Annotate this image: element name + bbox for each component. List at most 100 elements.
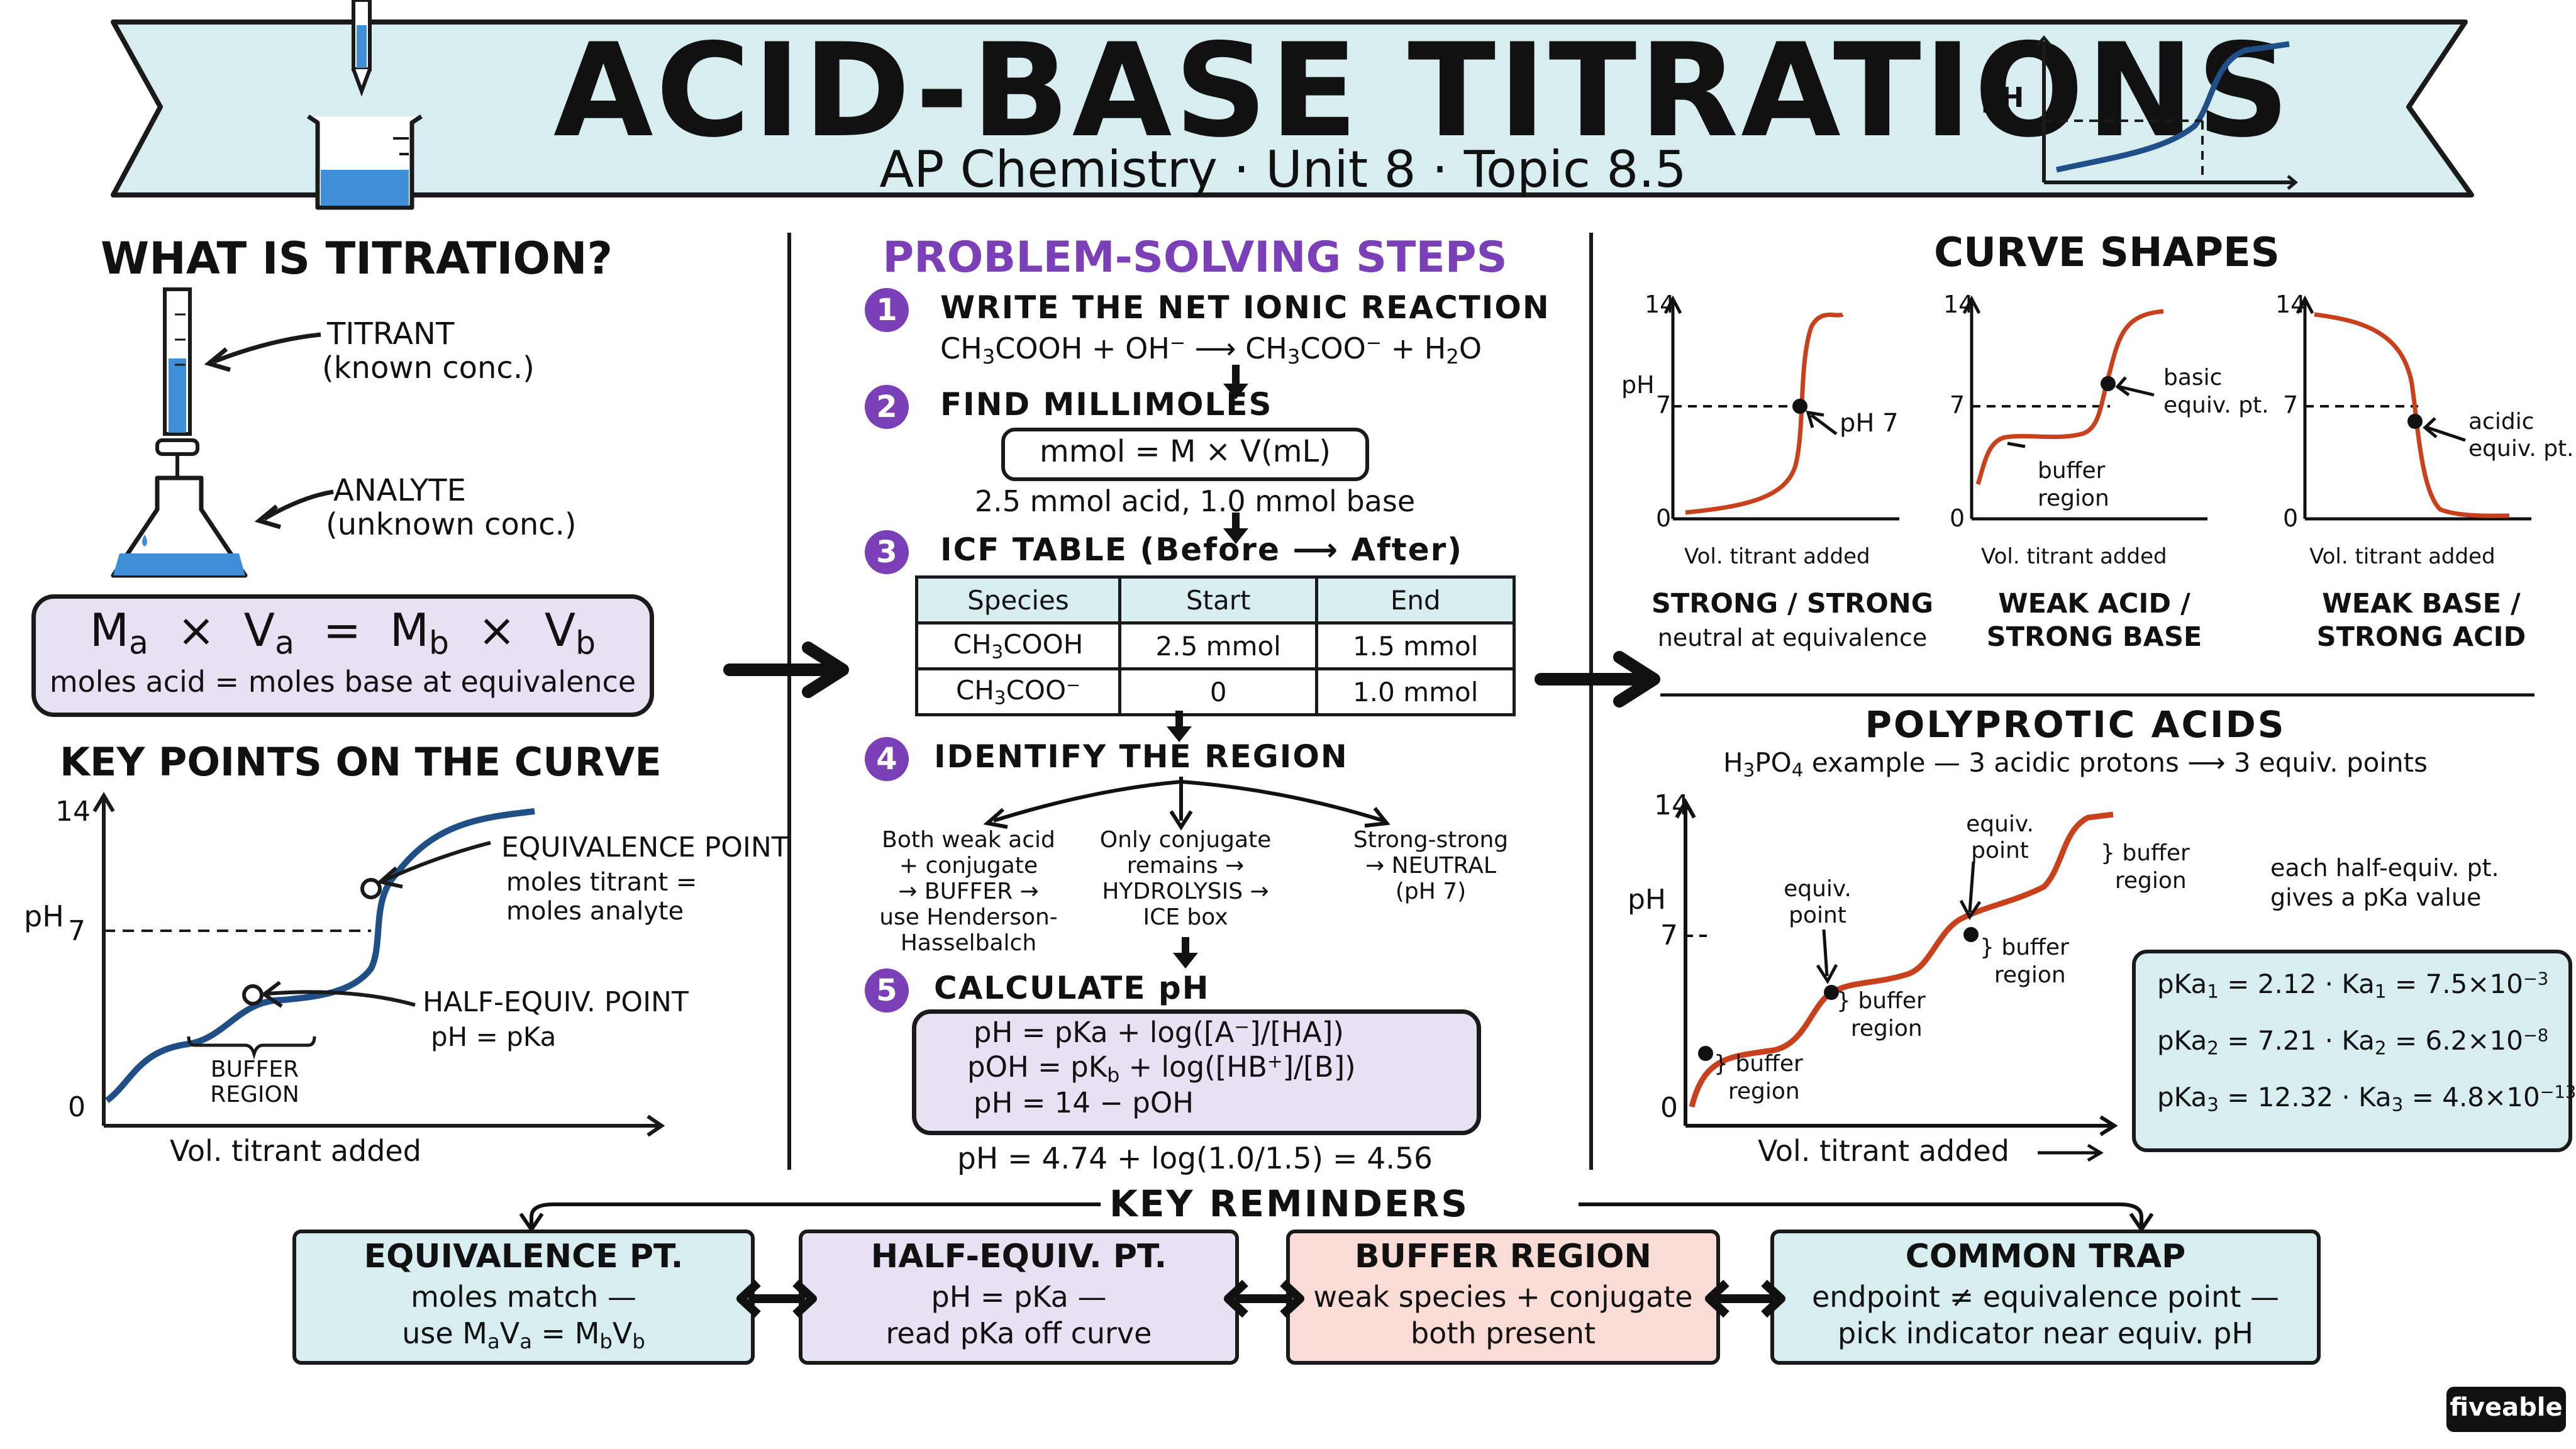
- step-4-badge: 4: [865, 737, 909, 781]
- polyprotic-heading: POLYPROTIC ACIDS: [1865, 703, 2286, 746]
- pka1-row: pKa1 = 2.12 · Ka1 = 7.5×10−3: [2157, 969, 2549, 1002]
- equivalence-formula-box: [31, 594, 654, 717]
- branch-line: (pH 7): [1395, 879, 1467, 904]
- icf-table: Species Start End CH3COOH 2.5 mmol 1.5 m…: [915, 575, 1516, 716]
- polyprotic-ylabel: pH: [1628, 884, 1667, 916]
- ph-equation-2: pOH = pKb + log([HB+]/[B]): [967, 1050, 1356, 1087]
- curve3-y7: 7: [2283, 391, 2299, 419]
- buffer-region-1: } buffer region: [1714, 1051, 1803, 1104]
- icf-cell: 0: [1118, 667, 1319, 716]
- icf-cell: 2.5 mmol: [1118, 621, 1319, 670]
- polyprotic-chart: [1675, 797, 2118, 1136]
- mmol-formula-box: [1001, 428, 1369, 481]
- region-branch-buffer: Both weak acid + conjugate → BUFFER → us…: [868, 827, 1069, 956]
- curve2-xlabel: Vol. titrant added: [1981, 544, 2167, 569]
- equiv-point-label-2b: point: [1971, 838, 2029, 863]
- icf-header-end: End: [1315, 575, 1516, 625]
- curve2-y7: 7: [1950, 391, 1965, 419]
- step-3-label: ICF TABLE (Before ⟶ After): [940, 531, 1463, 568]
- key-points-ylabel: pH: [24, 899, 64, 933]
- curve2-basic-label2: equiv. pt.: [2163, 392, 2269, 418]
- buffer-region-label: BUFFER: [210, 1057, 299, 1082]
- curve2-buffer-label2: region: [2038, 486, 2109, 511]
- down-arrow-3: [1167, 711, 1192, 742]
- icf-cell: 1.5 mmol: [1315, 621, 1516, 670]
- pka2-row: pKa2 = 7.21 · Ka2 = 6.2×10−8: [2157, 1025, 2549, 1059]
- key-points-y0: 0: [68, 1091, 86, 1123]
- half-equiv-note-1: each half-equiv. pt.: [2270, 854, 2499, 882]
- pka-values-box: [2132, 950, 2572, 1152]
- curve3-y0: 0: [2283, 504, 2299, 532]
- half-equivalence-sub: pH = pKa: [431, 1021, 557, 1052]
- reminder-trap-title: COMMON TRAP: [1905, 1238, 2186, 1275]
- curve3-xlabel: Vol. titrant added: [2309, 544, 2496, 569]
- branch-line: + conjugate: [899, 853, 1038, 879]
- down-arrow-4: [1173, 937, 1198, 969]
- reminder-buffer-line1: weak species + conjugate: [1313, 1280, 1693, 1314]
- step-5-badge: 5: [865, 969, 909, 1013]
- reminder-half-equiv-title: HALF-EQUIV. PT.: [870, 1238, 1167, 1275]
- double-arrow-3: [1705, 1279, 1785, 1318]
- title-banner: [111, 19, 2474, 197]
- curve3-title2: STRONG ACID: [2316, 621, 2526, 653]
- curve2-y14: 14: [1943, 291, 1974, 318]
- double-arrow-2: [1224, 1279, 1304, 1318]
- key-points-heading: KEY POINTS ON THE CURVE: [60, 739, 662, 785]
- curve2-basic-label: basic: [2163, 365, 2223, 391]
- analyte-label: ANALYTE: [333, 473, 466, 508]
- mmol-formula: mmol = M × V(mL): [1040, 434, 1331, 469]
- curve3-y14: 14: [2275, 291, 2306, 318]
- fiveable-logo-text: fiveable: [2450, 1393, 2563, 1422]
- net-ionic-reaction: CH3COOH + OH− ⟶ CH3COO− + H2O: [940, 331, 1482, 369]
- curve2-title2: STRONG BASE: [1986, 621, 2202, 653]
- buffer-region-3: } buffer region: [1980, 935, 2069, 988]
- step-4-label: IDENTIFY THE REGION: [934, 738, 1348, 775]
- branch-line: ICE box: [1143, 904, 1228, 930]
- curve1-subtitle: neutral at equivalence: [1657, 624, 1928, 652]
- curve2-title: WEAK ACID /: [1998, 588, 2190, 619]
- reminder-equivalence-line2: use MaVa = MbVb: [402, 1316, 645, 1354]
- reminder-half-equiv-line1: pH = pKa —: [931, 1280, 1107, 1314]
- buffer-region-4: } buffer region: [2101, 840, 2190, 894]
- arrow-left-to-middle: [723, 641, 849, 698]
- fiveable-logo: [2446, 1387, 2566, 1432]
- step-3-badge: 3: [865, 530, 909, 574]
- curve-shapes-charts: [1663, 295, 2531, 521]
- right-section-divider: [1660, 693, 2534, 697]
- reminder-buffer-line2: both present: [1410, 1316, 1596, 1350]
- step-2-badge: 2: [865, 385, 909, 429]
- reminder-trap-line2: pick indicator near equiv. pH: [1838, 1316, 2253, 1350]
- step-1-badge: 1: [865, 288, 909, 332]
- steps-heading: PROBLEM-SOLVING STEPS: [882, 233, 1507, 282]
- double-arrow-1: [736, 1279, 817, 1318]
- reminder-trap-line1: endpoint ≠ equivalence point —: [1812, 1280, 2279, 1314]
- key-points-y7: 7: [68, 915, 86, 947]
- equivalence-point-sub2: moles analyte: [506, 897, 684, 926]
- polyprotic-curve: [1689, 811, 2114, 1108]
- region-branch-hydrolysis: Only conjugate remains → HYDROLYSIS → IC…: [1082, 827, 1289, 930]
- what-is-titration-heading: WHAT IS TITRATION?: [101, 233, 613, 284]
- mini-ph-label: pH: [1981, 82, 2024, 114]
- key-points-y14: 14: [55, 796, 91, 828]
- reminder-equivalence-title: EQUIVALENCE PT.: [364, 1238, 684, 1275]
- beaker-dropper-icon: [307, 0, 423, 210]
- region-branch-arrows: [983, 777, 1391, 831]
- curve1-y14: 14: [1645, 291, 1675, 318]
- branch-line: Both weak acid: [882, 827, 1055, 853]
- column-divider-left: [787, 233, 791, 1170]
- polyprotic-subtitle: H3PO4 example — 3 acidic protons ⟶ 3 equ…: [1723, 747, 2428, 781]
- polyprotic-xlabel: Vol. titrant added: [1758, 1134, 2009, 1168]
- curve1-ph7-label: pH 7: [1840, 409, 1899, 438]
- pka3-row: pKa3 = 12.32 · Ka3 = 4.8×10−13: [2157, 1082, 2576, 1116]
- branch-line: Only conjugate: [1099, 827, 1272, 853]
- analyte-sublabel: (unknown conc.): [326, 507, 577, 542]
- down-arrow-2: [1223, 513, 1248, 544]
- column-divider-right: [1589, 233, 1593, 1170]
- mmol-values: 2.5 mmol acid, 1.0 mmol base: [974, 484, 1416, 518]
- equiv-point-label-1b: point: [1789, 902, 1846, 928]
- curve1-ylabel: pH: [1621, 371, 1655, 399]
- reminder-equivalence-line1: moles match —: [411, 1280, 636, 1314]
- step-2-label: FIND MILLIMOLES: [940, 386, 1273, 423]
- step-1-label: WRITE THE NET IONIC REACTION: [940, 289, 1550, 326]
- buffer-region-label2: REGION: [210, 1082, 299, 1108]
